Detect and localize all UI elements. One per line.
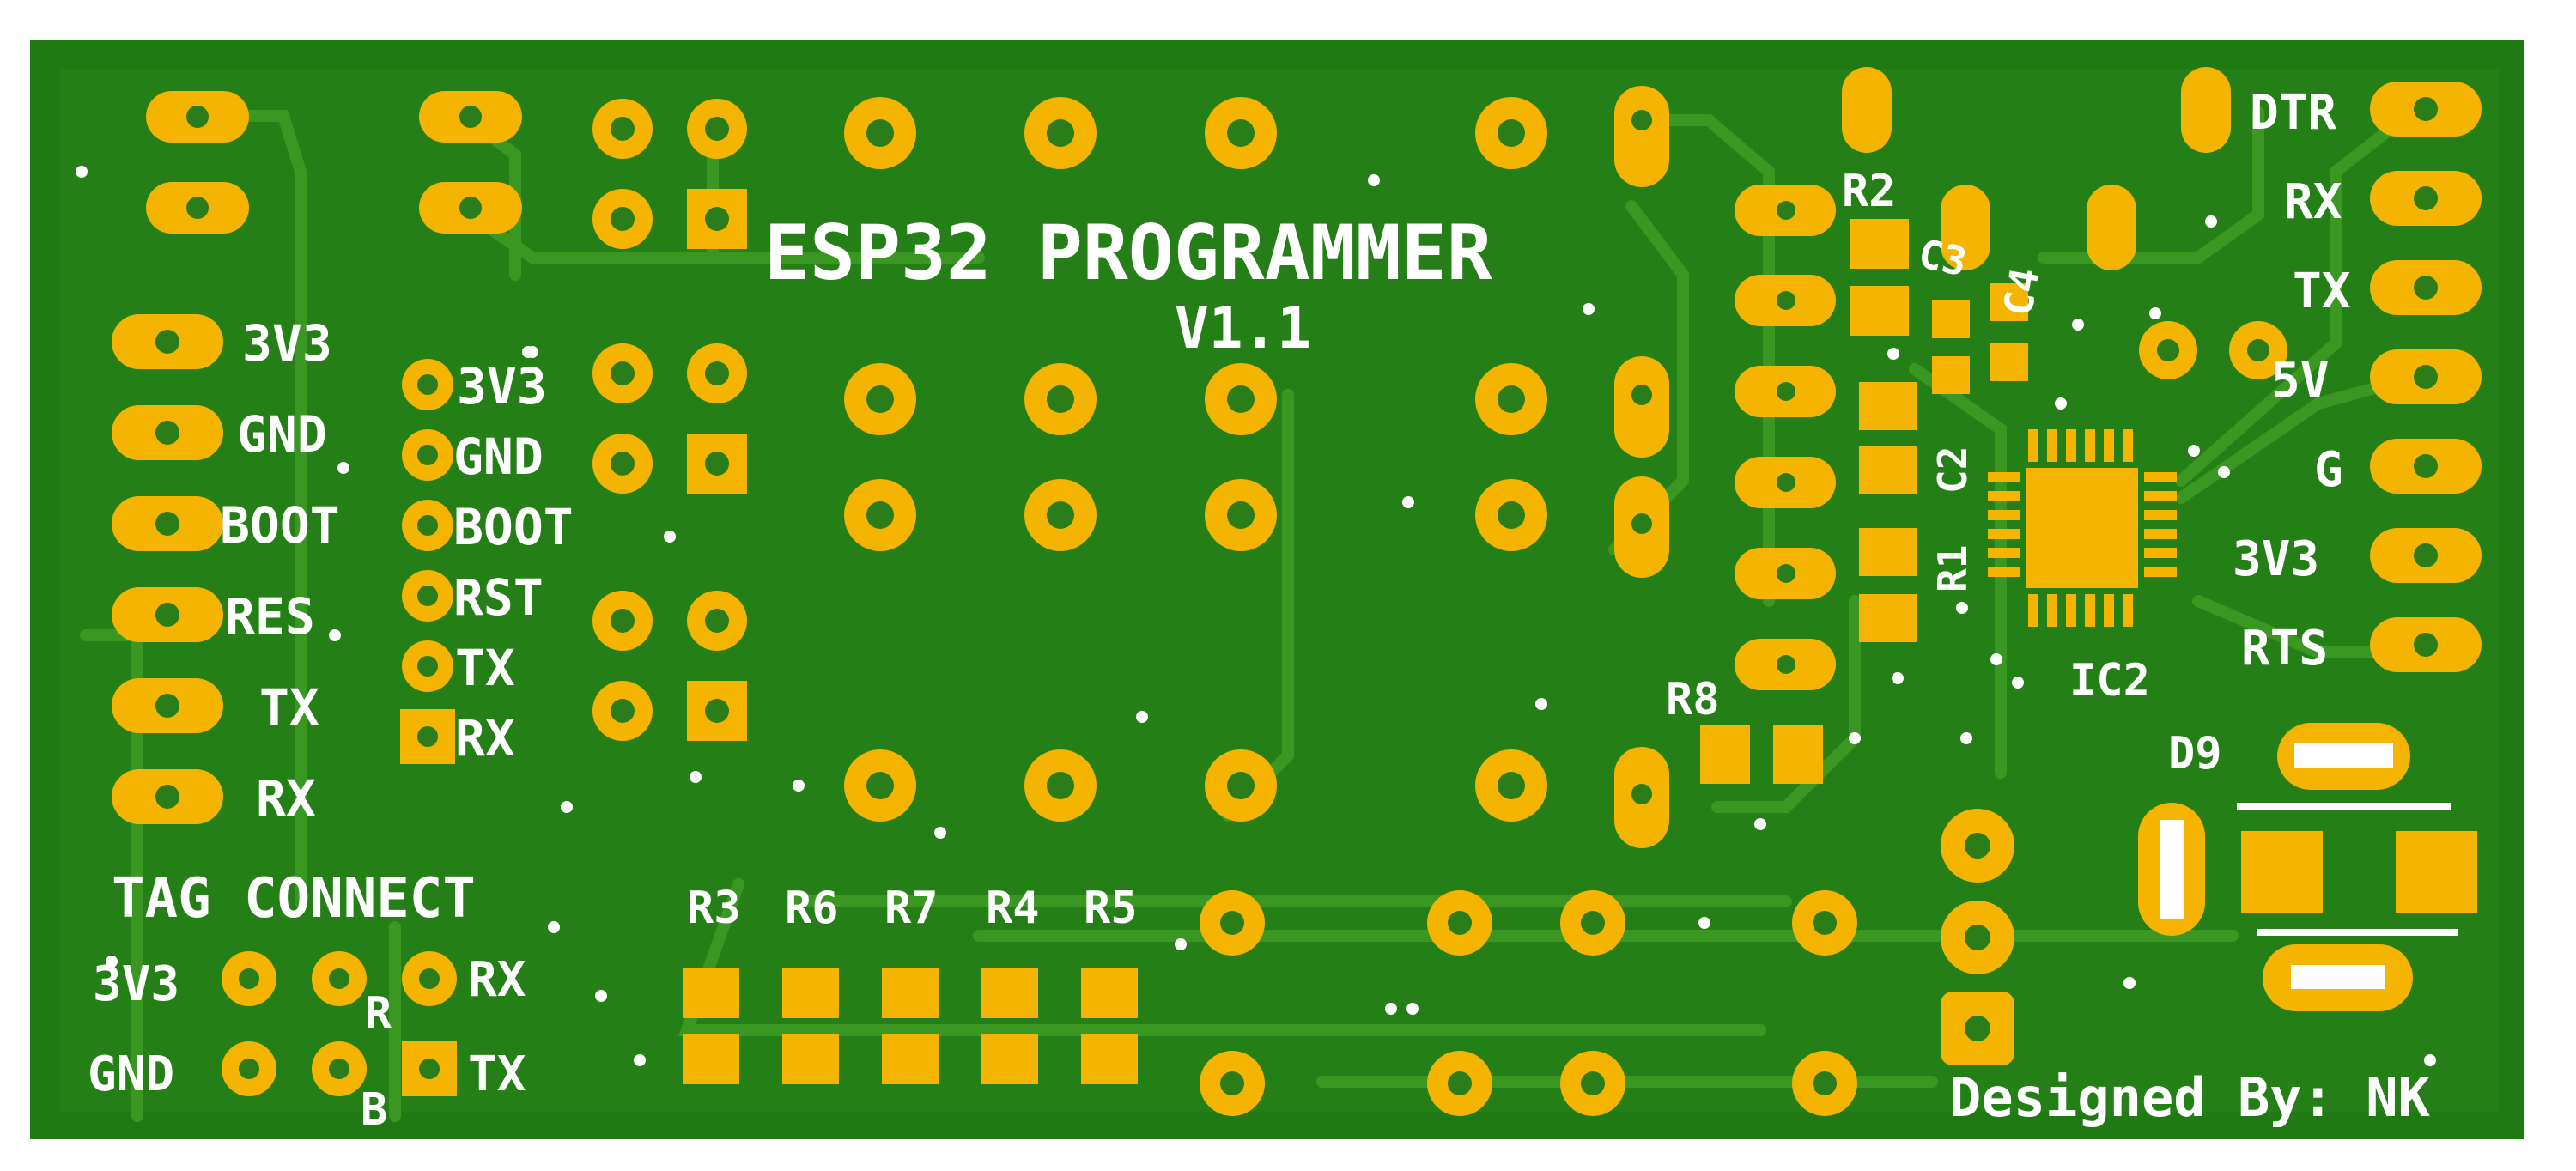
mid-header-label-2: GND [453,428,544,486]
part-label-r2: R2 [1842,166,1896,217]
resistor-label-r5: R5 [1084,883,1138,934]
resistor-label-r7: R7 [884,883,939,934]
part-label-c3: C3 [1915,230,1971,285]
right-header-label-7: RTS [2241,621,2328,677]
mid-header-label-3: BOOT [453,498,574,556]
mid-header-label-1: 3V3 [457,357,547,416]
designer-credit: Designed By: NK [1949,1066,2431,1129]
right-header-label-6: 3V3 [2233,531,2319,587]
right-header-label-2: RX [2284,174,2342,230]
resistor-label-r6: R6 [785,883,839,934]
tag-connect-title: TAG CONNECT [112,867,476,931]
mid-header-label-4: RST [453,568,544,627]
mid-header-label-5: TX [455,639,515,697]
left-header-label-5: TX [259,678,319,737]
tag-connect-label-3v3: 3V3 [93,956,179,1012]
right-header-label-5: G [2314,442,2343,498]
left-header-label-6: RX [256,769,316,828]
part-label-c2: C2 [1929,446,1976,494]
right-header-label-3: TX [2293,264,2350,319]
resistor-label-r3: R3 [687,883,741,934]
part-label-c4: C4 [1995,264,2049,319]
board-title: ESP32 PROGRAMMER [764,209,1492,297]
part-label-r1: R1 [1929,545,1976,592]
smd-pads [1700,219,2028,784]
left-header-label-4: RES [225,587,315,646]
tag-connect-label-b: B [361,1084,387,1136]
left-header-label-3: BOOT [220,496,340,555]
resistor-row-pads [683,968,1138,1084]
tag-connect-label-r: R [365,988,392,1040]
right-header-label-4: 5V [2271,353,2329,409]
mid-header-label-6: RX [455,709,515,768]
through-hole-pads [844,86,1669,848]
d9-footprint [2138,723,2477,1011]
left-header-label-1: 3V3 [242,314,332,373]
resistor-label-r4: R4 [986,883,1040,934]
tag-connect-label-gnd: GND [88,1047,174,1102]
board-version: V1.1 [1175,295,1311,361]
part-label-r8: R8 [1666,674,1720,725]
ic2-footprint [2026,468,2138,588]
part-label-d9: D9 [2168,728,2222,780]
left-header-label-2: GND [237,405,327,464]
tag-connect-label-rx: RX [468,952,526,1008]
tag-connect-label-tx: TX [468,1047,526,1102]
part-label-ic2: IC2 [2069,655,2150,707]
right-header-label-1: DTR [2250,85,2336,141]
vias [76,166,2436,1066]
